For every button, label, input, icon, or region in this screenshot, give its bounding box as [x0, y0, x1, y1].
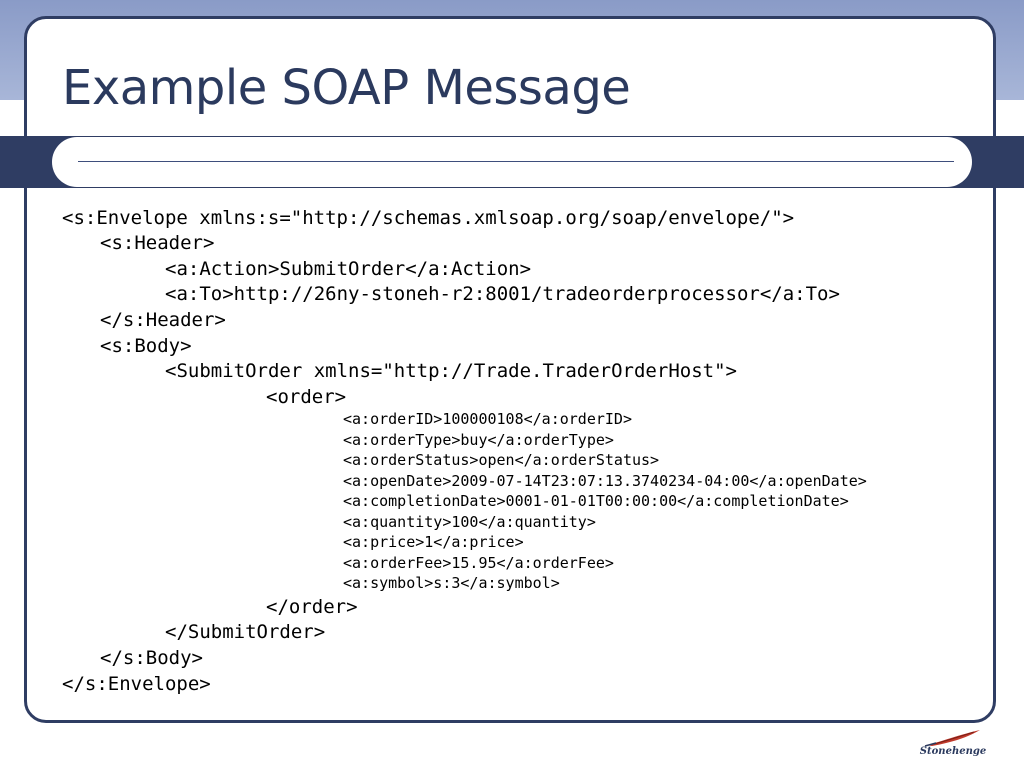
code-line: </s:Envelope>: [62, 673, 211, 695]
code-line: <s:Body>: [100, 335, 192, 357]
code-line: <s:Header>: [100, 232, 215, 254]
code-line: <order>: [266, 386, 347, 408]
slide-frame: [24, 16, 996, 723]
code-line: <SubmitOrder xmlns="http://Trade.TraderO…: [165, 360, 737, 382]
code-line: <a:Action>SubmitOrder</a:Action>: [165, 258, 532, 280]
code-line: <s:Envelope xmlns:s="http://schemas.xmls…: [62, 207, 795, 229]
code-line: <a:To>http://26ny-stoneh-r2:8001/tradeor…: [165, 283, 840, 305]
code-line: <a:openDate>2009-07-14T23:07:13.3740234-…: [343, 472, 867, 490]
logo-text: Stonehenge: [919, 746, 987, 757]
code-line: </s:Header>: [100, 309, 226, 331]
code-line: <a:orderType>buy</a:orderType>: [343, 431, 614, 449]
code-line: <a:orderStatus>open</a:orderStatus>: [343, 451, 660, 469]
code-line: <a:quantity>100</a:quantity>: [343, 513, 596, 531]
code-line: <a:price>1</a:price>: [343, 533, 524, 551]
code-line: <a:symbol>s:3</a:symbol>: [343, 574, 560, 592]
code-line: <a:orderFee>15.95</a:orderFee>: [343, 554, 614, 572]
code-line: <a:orderID>100000108</a:orderID>: [343, 410, 632, 428]
code-line: </SubmitOrder>: [165, 621, 326, 643]
divider-line: [78, 161, 954, 162]
code-line: </s:Body>: [100, 647, 203, 669]
stonehenge-logo: Stonehenge: [918, 728, 988, 760]
code-line: </order>: [266, 596, 358, 618]
feather-icon: [924, 730, 980, 747]
divider-pill: [52, 137, 972, 187]
code-line: <a:completionDate>0001-01-01T00:00:00</a…: [343, 492, 849, 510]
slide-title: Example SOAP Message: [62, 60, 631, 116]
